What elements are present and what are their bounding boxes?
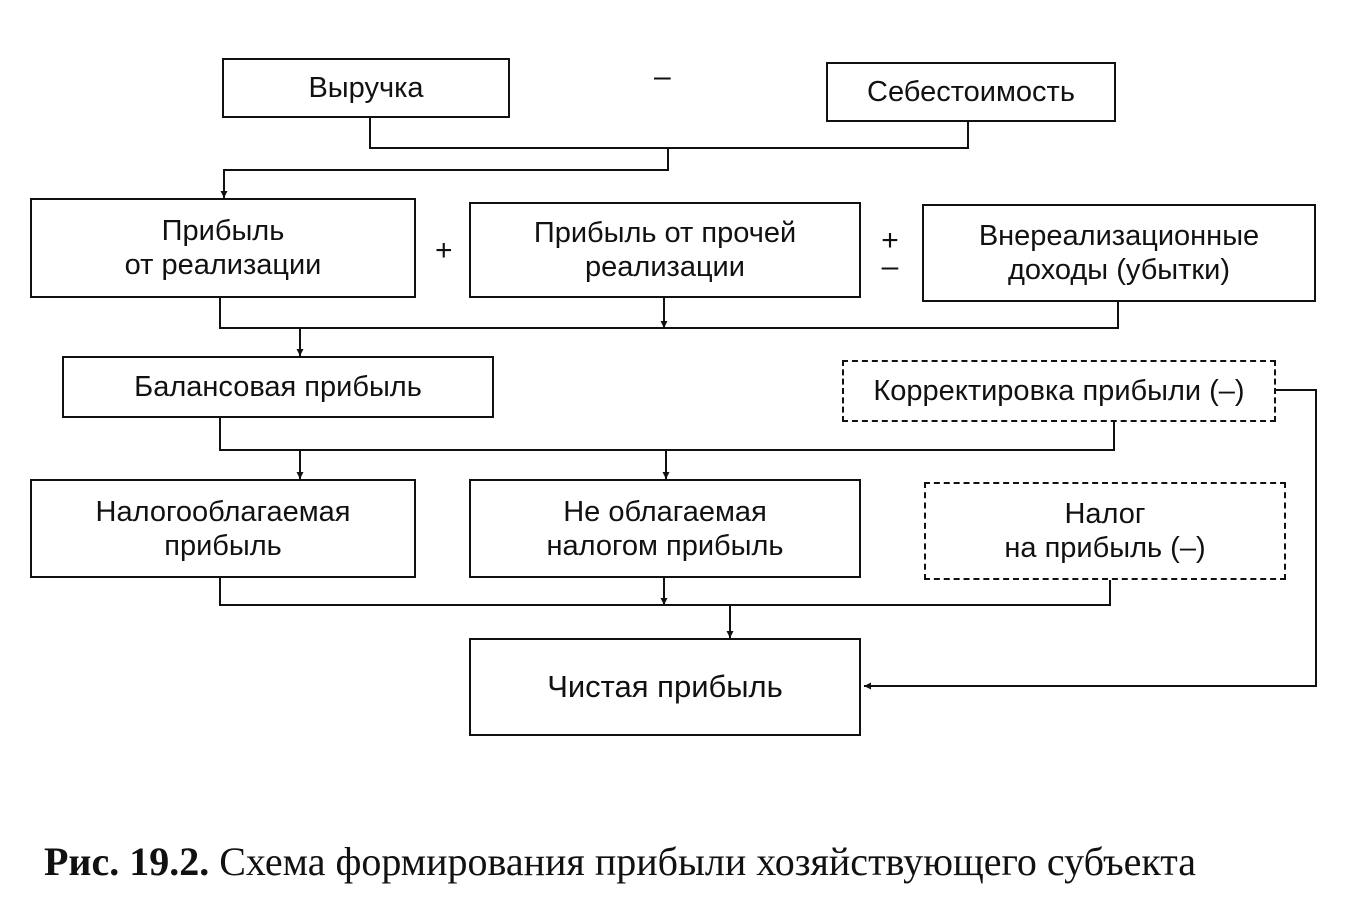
other-sales-profit-label-line-2: реализации <box>585 251 745 283</box>
revenue-box: Выручка <box>222 58 510 118</box>
non-operating-label-line-2: доходы (убытки) <box>1008 254 1230 286</box>
connector-row3 <box>219 418 1115 451</box>
balance-profit-label: Балансовая прибыль <box>134 371 422 403</box>
non-operating-label-line-1: Внереализационные <box>978 220 1260 252</box>
non-taxable-profit-label-line-2: налогом прибыль <box>546 529 784 562</box>
figure-caption: Рис. 19.2. Схема формирования прибыли хо… <box>44 838 1196 885</box>
profit-adjustment-label: Корректировка прибыли (–) <box>873 375 1245 407</box>
revenue-label: Выручка <box>308 72 424 104</box>
plus-minus-top: + <box>881 224 899 257</box>
taxable-profit-label-line-2: прибыль <box>164 529 282 562</box>
profit-tax-box: Налог на прибыль (–) <box>924 482 1286 580</box>
profit-tax-label-line-1: Налог <box>1064 498 1146 530</box>
plus-minus-bottom: – <box>881 250 899 283</box>
net-profit-box: Чистая прибыль <box>469 638 861 736</box>
taxable-profit-box: Налогооблагаемая прибыль <box>30 479 416 578</box>
profit-tax-label-line-2: на прибыль (–) <box>1004 532 1206 564</box>
taxable-profit-label-line-1: Налогооблагаемая <box>95 495 351 528</box>
sales-profit-box: Прибыль от реализации <box>30 198 416 298</box>
sales-profit-label-line-1: Прибыль <box>161 215 285 247</box>
non-taxable-profit-label-line-1: Не облагаемая <box>563 495 767 528</box>
figure-caption-text: Схема формирования прибыли хозяйствующег… <box>219 839 1197 884</box>
non-operating-box: Внереализационные доходы (убытки) <box>922 204 1316 302</box>
cost-box: Себестоимость <box>826 62 1116 122</box>
connector-row2 <box>219 298 1119 329</box>
figure-number: Рис. 19.2. <box>44 839 210 884</box>
balance-profit-box: Балансовая прибыль <box>62 356 494 418</box>
net-profit-label: Чистая прибыль <box>547 669 783 704</box>
minus-operator: – <box>654 60 671 93</box>
other-sales-profit-label-line-1: Прибыль от прочей <box>533 217 797 249</box>
non-taxable-profit-box: Не облагаемая налогом прибыль <box>469 479 861 578</box>
plus-operator: + <box>435 234 453 267</box>
other-sales-profit-box: Прибыль от прочей реализации <box>469 202 861 298</box>
connector-to-sales-profit <box>220 148 669 198</box>
sales-profit-label-line-2: от реализации <box>124 249 322 281</box>
cost-label: Себестоимость <box>867 76 1075 108</box>
connector-revenue-cost <box>369 118 969 149</box>
connector-adjustment-to-net <box>864 389 1317 690</box>
plus-minus-operator: + – <box>878 224 902 283</box>
profit-adjustment-box: Корректировка прибыли (–) <box>842 360 1276 422</box>
